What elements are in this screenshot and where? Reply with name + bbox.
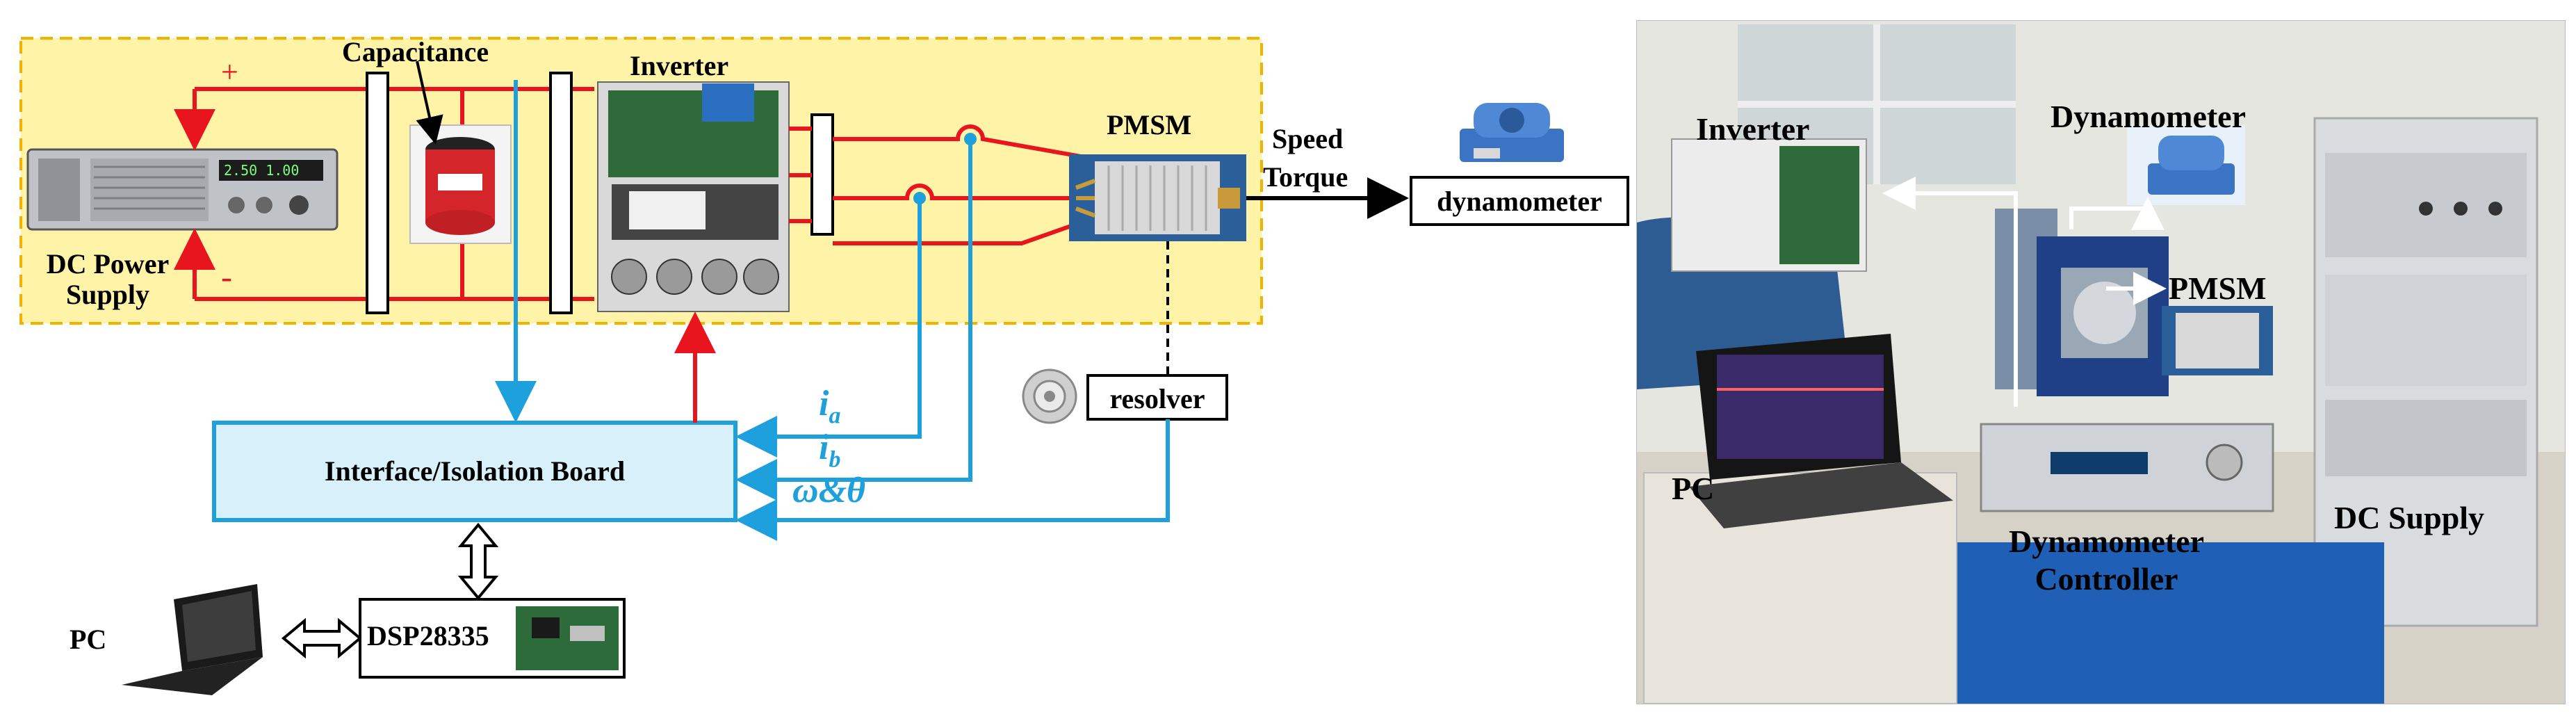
output-bus-bar: [810, 113, 834, 236]
inverter-image: [597, 81, 790, 312]
bus-bar-1: [366, 72, 389, 314]
dynamometer-label: dynamometer: [1437, 186, 1602, 217]
ib-label: ib: [819, 428, 841, 473]
dsp-label: DSP28335: [367, 620, 489, 651]
pc-dsp-double-arrow: [281, 617, 363, 659]
capacitor-image: [409, 124, 512, 244]
board-dsp-double-arrow: [457, 522, 499, 601]
test-bench-photo: [1636, 20, 2566, 704]
dynamometer-image: [1460, 103, 1564, 162]
pmsm-label: PMSM: [1107, 109, 1192, 140]
photo-pmsm-label: PMSM: [2169, 270, 2267, 306]
photo-dc-supply-label: DC Supply: [2334, 500, 2485, 535]
interface-board-label: Interface/Isolation Board: [324, 455, 626, 487]
dsp-board-image: [516, 606, 619, 670]
photo-pc-label: PC: [1672, 471, 1715, 506]
resolver-label: resolver: [1109, 383, 1205, 414]
omega-theta-label: ω&θ: [792, 471, 866, 510]
interface-board-box: [212, 421, 737, 522]
resolver-image: [1022, 368, 1077, 424]
resolver-box: [1086, 374, 1228, 421]
dynamometer-box: [1410, 176, 1629, 226]
photo-dynamometer-controller-label: Dynamometer Controller: [2009, 524, 2205, 597]
plus-sign: +: [221, 55, 238, 89]
bus-bar-2: [549, 72, 573, 314]
pc-label: PC: [70, 624, 107, 655]
inverter-label: Inverter: [630, 50, 729, 81]
svg-text:2.50 1.00: 2.50 1.00: [224, 162, 299, 179]
pmsm-image: [1069, 154, 1246, 241]
capacitance-label: Capacitance: [342, 36, 489, 67]
dc-power-supply-label: DC Power Supply: [46, 248, 170, 310]
photo-dynamometer-label: Dynamometer: [2051, 99, 2247, 134]
ia-label: ia: [819, 384, 841, 429]
minus-sign: -: [221, 259, 232, 295]
torque-label: Torque: [1263, 161, 1348, 193]
laptop-image: [122, 584, 263, 695]
dc-power-supply-device: 2.50 1.00: [26, 148, 339, 231]
speed-label: Speed: [1272, 123, 1344, 154]
photo-inverter-label: Inverter: [1696, 111, 1810, 147]
